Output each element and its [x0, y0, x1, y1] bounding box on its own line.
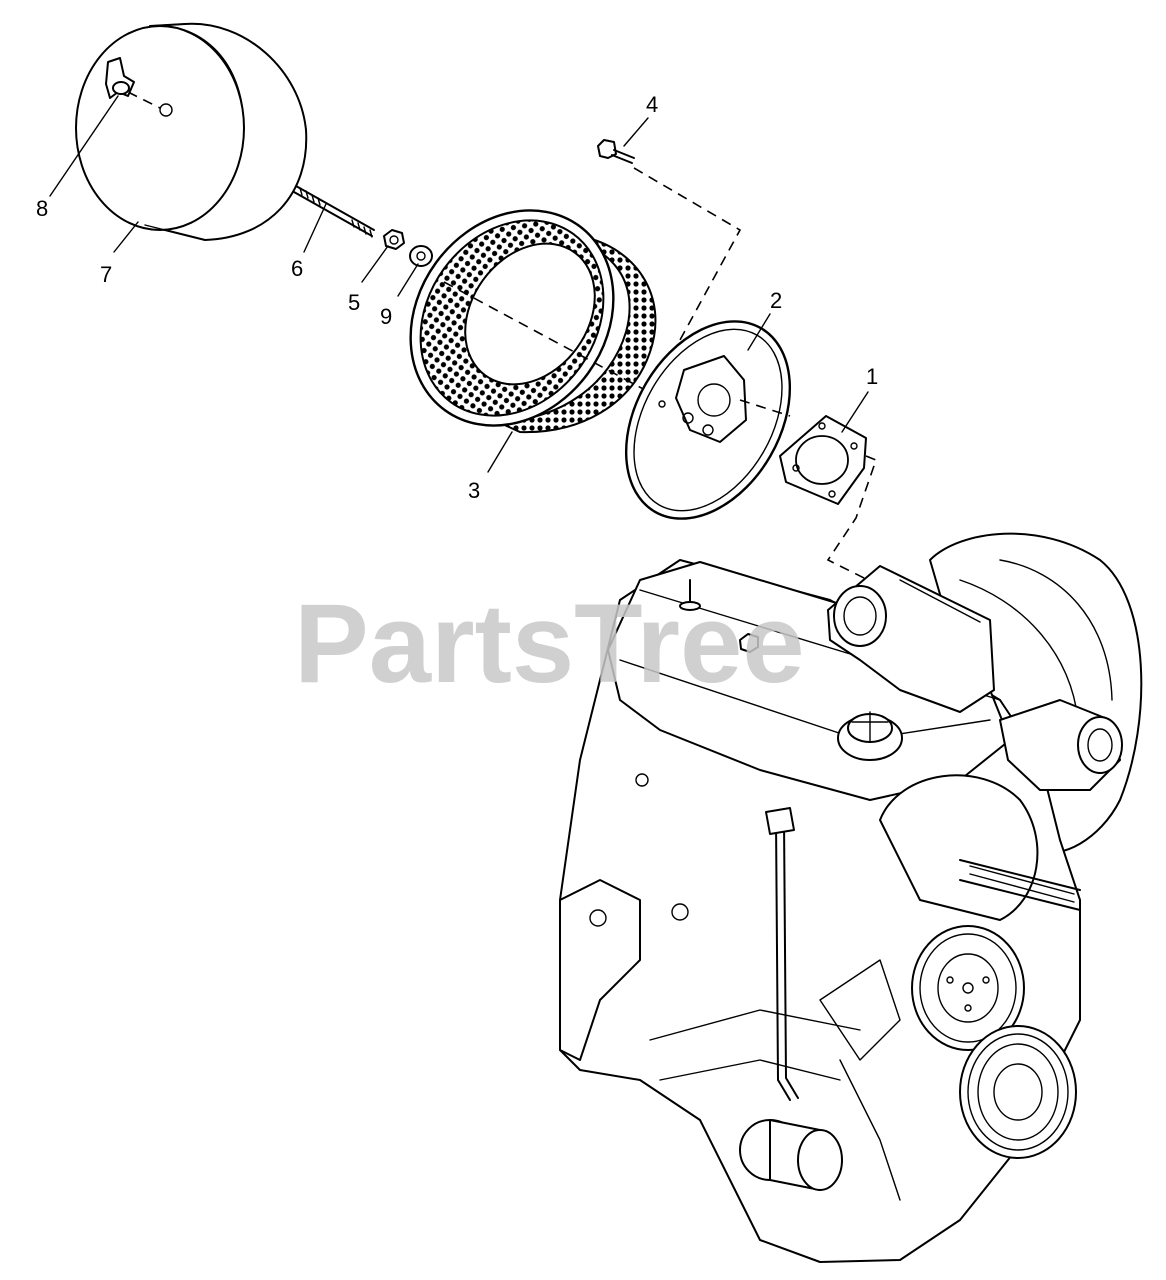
air-cleaner-base-part [624, 320, 792, 520]
gasket-part [739, 399, 878, 581]
callout-2: 2 [770, 288, 782, 313]
leader-lines [49, 95, 869, 473]
engine-assembly [559, 532, 1143, 1263]
leader-line-5 [361, 245, 389, 283]
callout-7: 7 [100, 262, 112, 287]
callout-3: 3 [468, 478, 480, 503]
bolt-part [597, 139, 742, 341]
callout-1: 1 [866, 364, 878, 389]
callout-8: 8 [36, 196, 48, 221]
leader-line-8 [49, 95, 119, 197]
air-cleaner-cover-part [75, 22, 308, 241]
wing-nut-part [105, 57, 135, 99]
leader-line-3 [487, 431, 513, 473]
callout-9: 9 [380, 304, 392, 329]
callout-labels: 1 2 3 4 5 6 7 8 9 [36, 92, 878, 503]
washer-part [409, 245, 433, 267]
leader-line-1 [841, 391, 869, 433]
callout-6: 6 [291, 256, 303, 281]
callout-4: 4 [646, 92, 658, 117]
stud-part [293, 185, 375, 238]
leader-line-9 [397, 263, 419, 297]
air-filter-element-part [409, 209, 661, 434]
leader-line-4 [623, 117, 649, 147]
nut-part [383, 229, 405, 250]
leader-line-7 [113, 221, 139, 253]
watermark: PartsTree [294, 581, 805, 706]
leader-line-2 [747, 313, 771, 351]
callout-5: 5 [348, 290, 360, 315]
leader-line-6 [303, 203, 327, 253]
